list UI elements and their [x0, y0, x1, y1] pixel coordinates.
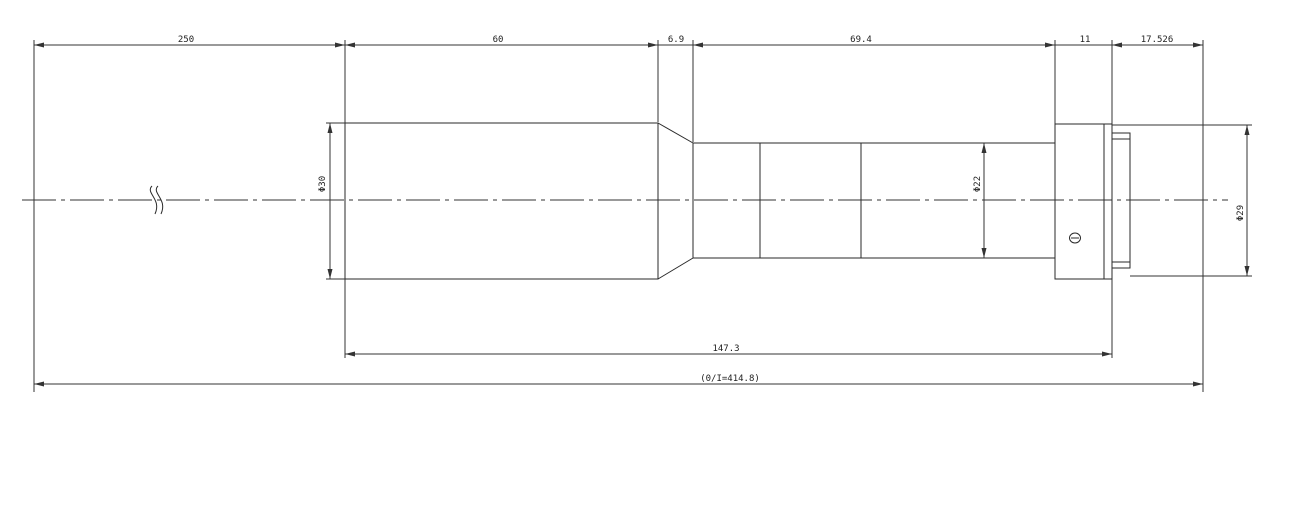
object-image-arrow-left [34, 381, 44, 387]
break-symbol-line-1 [149, 185, 158, 215]
arrow-right-250 [335, 42, 345, 48]
dimension-label-6-9: 6.9 [668, 35, 684, 45]
arrow-right-17-526 [1193, 42, 1203, 48]
dimension-label-60: 60 [493, 35, 504, 45]
front-barrel [344, 122, 659, 280]
dimension-label-17-526: 17.526 [1141, 35, 1174, 45]
arrow-left-60 [345, 42, 355, 48]
arrow-left-69-4 [693, 42, 703, 48]
dimension-label-147-3: 147.3 [712, 344, 739, 354]
length-147-3-arrow-left [345, 351, 355, 357]
dimension-label-11: 11 [1080, 35, 1091, 45]
diameter-29-arrow-top [1244, 125, 1250, 135]
arrow-left-17-526 [1112, 42, 1122, 48]
diameter-22-arrow-top [981, 143, 987, 153]
dimension-label-object-image-distance: (0/I=414.8) [700, 374, 760, 384]
rear-ring [1054, 123, 1113, 280]
arrow-right-69-4 [1045, 42, 1055, 48]
break-symbol-line-2 [155, 185, 164, 215]
diameter-label-30: Φ30 [318, 176, 328, 192]
taper-section [657, 122, 694, 280]
diameter-30-arrow-bottom [327, 269, 333, 279]
arrow-left-250 [34, 42, 44, 48]
diameter-29-arrow-bottom [1244, 266, 1250, 276]
set-screw-icon [1069, 232, 1081, 244]
diameter-30-arrow-top [327, 123, 333, 133]
dimension-label-69-4: 69.4 [850, 35, 872, 45]
diameter-22-arrow-bottom [981, 248, 987, 258]
dimension-label-250: 250 [178, 35, 194, 45]
object-image-arrow-right [1193, 381, 1203, 387]
diameter-label-29: Φ29 [1236, 205, 1246, 221]
diameter-label-22: Φ22 [973, 176, 983, 192]
mount-flange [1111, 132, 1131, 269]
length-147-3-arrow-right [1102, 351, 1112, 357]
arrow-right-60 [648, 42, 658, 48]
